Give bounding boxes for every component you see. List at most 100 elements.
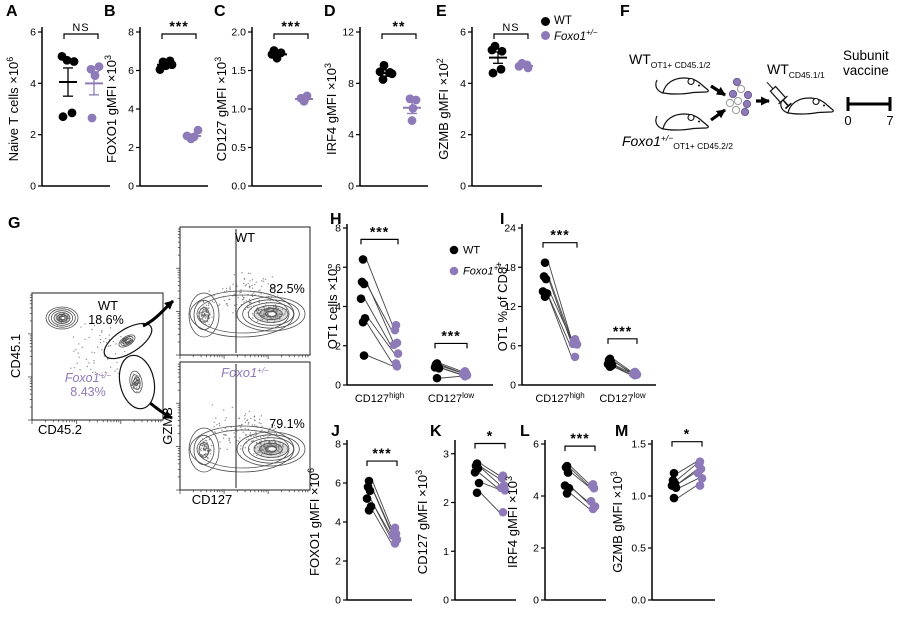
- panel-j-letter: J: [331, 423, 340, 440]
- data-points: [667, 457, 707, 503]
- svg-text:Foxo1+/−: Foxo1+/−: [221, 365, 269, 380]
- data-points: [430, 359, 472, 383]
- svg-text:WTCD45.1/1: WTCD45.1/1: [767, 61, 825, 80]
- svg-text:8: 8: [335, 439, 341, 451]
- data-points: [267, 46, 312, 106]
- axes: 0.00.51.01.5: [631, 439, 715, 607]
- svg-text:2: 2: [335, 556, 341, 568]
- svg-text:4: 4: [460, 78, 466, 90]
- svg-text:OT1 cells ×106: OT1 cells ×106: [328, 264, 340, 350]
- wt-legend-label: WT: [554, 15, 572, 27]
- svg-text:vaccine: vaccine: [843, 63, 889, 78]
- pair-lines: [611, 358, 634, 376]
- svg-text:8: 8: [348, 78, 354, 90]
- svg-text:0: 0: [335, 380, 341, 392]
- svg-text:1.0: 1.0: [631, 491, 646, 503]
- svg-text:0: 0: [335, 595, 341, 607]
- svg-text:***: ***: [550, 227, 569, 243]
- svg-text:Foxo1+/−: Foxo1+/−: [65, 371, 112, 385]
- svg-text:WT: WT: [98, 298, 118, 313]
- data-points: [603, 354, 642, 380]
- data-points: [356, 255, 403, 371]
- svg-text:*: *: [684, 426, 690, 442]
- svg-text:***: ***: [613, 323, 632, 339]
- svg-text:12: 12: [342, 27, 354, 39]
- svg-text:1.5: 1.5: [231, 65, 246, 77]
- svg-text:6: 6: [30, 27, 36, 39]
- svg-text:0: 0: [30, 181, 36, 193]
- mouse-icon: [655, 113, 709, 131]
- svg-text:2: 2: [533, 543, 539, 555]
- data-points: [470, 459, 510, 517]
- svg-text:18.6%: 18.6%: [88, 313, 123, 327]
- svg-text:0: 0: [348, 181, 354, 193]
- svg-text:CD127 gMFI ×103: CD127 gMFI ×103: [415, 470, 430, 574]
- pair-lines: [364, 259, 395, 367]
- svg-text:Foxo1+/−OT1+ CD45.2/2: Foxo1+/−OT1+ CD45.2/2: [622, 133, 733, 151]
- svg-text:CD127 gMFI ×103: CD127 gMFI ×103: [214, 57, 229, 161]
- syringe-icon: [766, 81, 792, 110]
- svg-text:CD45.1: CD45.1: [8, 334, 23, 378]
- pair-lines: [675, 461, 699, 499]
- svg-text:Naive T cells ×106: Naive T cells ×106: [6, 57, 21, 162]
- panel-d-letter: D: [324, 3, 336, 20]
- scatter-dots: [211, 404, 280, 457]
- svg-text:6: 6: [335, 262, 341, 274]
- svg-text:Foxo1+/−: Foxo1+/−: [463, 264, 505, 278]
- svg-text:NS: NS: [72, 22, 89, 34]
- svg-text:4: 4: [335, 517, 341, 529]
- svg-text:GZMB: GZMB: [160, 407, 175, 445]
- svg-text:***: ***: [441, 327, 460, 343]
- svg-text:4: 4: [533, 491, 539, 503]
- svg-text:NS: NS: [502, 22, 519, 34]
- svg-text:***: ***: [570, 430, 589, 446]
- svg-text:GZMB gMFI ×102: GZMB gMFI ×102: [436, 58, 451, 159]
- data-points: [155, 56, 203, 144]
- svg-text:CD127: CD127: [192, 492, 232, 507]
- svg-text:0: 0: [443, 595, 449, 607]
- svg-text:24: 24: [504, 223, 516, 235]
- svg-text:12: 12: [504, 301, 516, 313]
- svg-text:8: 8: [128, 27, 134, 39]
- panel-i-letter: I: [500, 211, 505, 228]
- svg-text:2: 2: [335, 340, 341, 352]
- svg-text:2: 2: [443, 497, 449, 509]
- panel-m-letter: M: [615, 423, 629, 440]
- panel-c-letter: C: [214, 3, 226, 20]
- svg-text:6: 6: [128, 65, 134, 77]
- svg-text:OT1 % of CD8+: OT1 % of CD8+: [496, 262, 510, 352]
- svg-text:WT: WT: [235, 230, 255, 245]
- svg-text:8: 8: [335, 223, 341, 235]
- svg-text:2: 2: [30, 129, 36, 141]
- svg-text:6: 6: [510, 340, 516, 352]
- svg-text:***: ***: [372, 445, 391, 461]
- panel-k-letter: K: [430, 423, 442, 440]
- foxo1-legend-dot-icon: [541, 30, 550, 40]
- svg-text:CD127low: CD127low: [599, 391, 645, 405]
- foxo1-legend-label: Foxo1+/−: [554, 27, 598, 43]
- svg-text:7: 7: [886, 113, 893, 128]
- data-points: [538, 258, 582, 362]
- svg-text:0.5: 0.5: [631, 543, 646, 555]
- svg-text:0: 0: [533, 595, 539, 607]
- data-points: [375, 60, 421, 125]
- svg-text:0: 0: [844, 113, 851, 128]
- pair-lines: [478, 463, 502, 513]
- svg-text:***: ***: [281, 18, 300, 34]
